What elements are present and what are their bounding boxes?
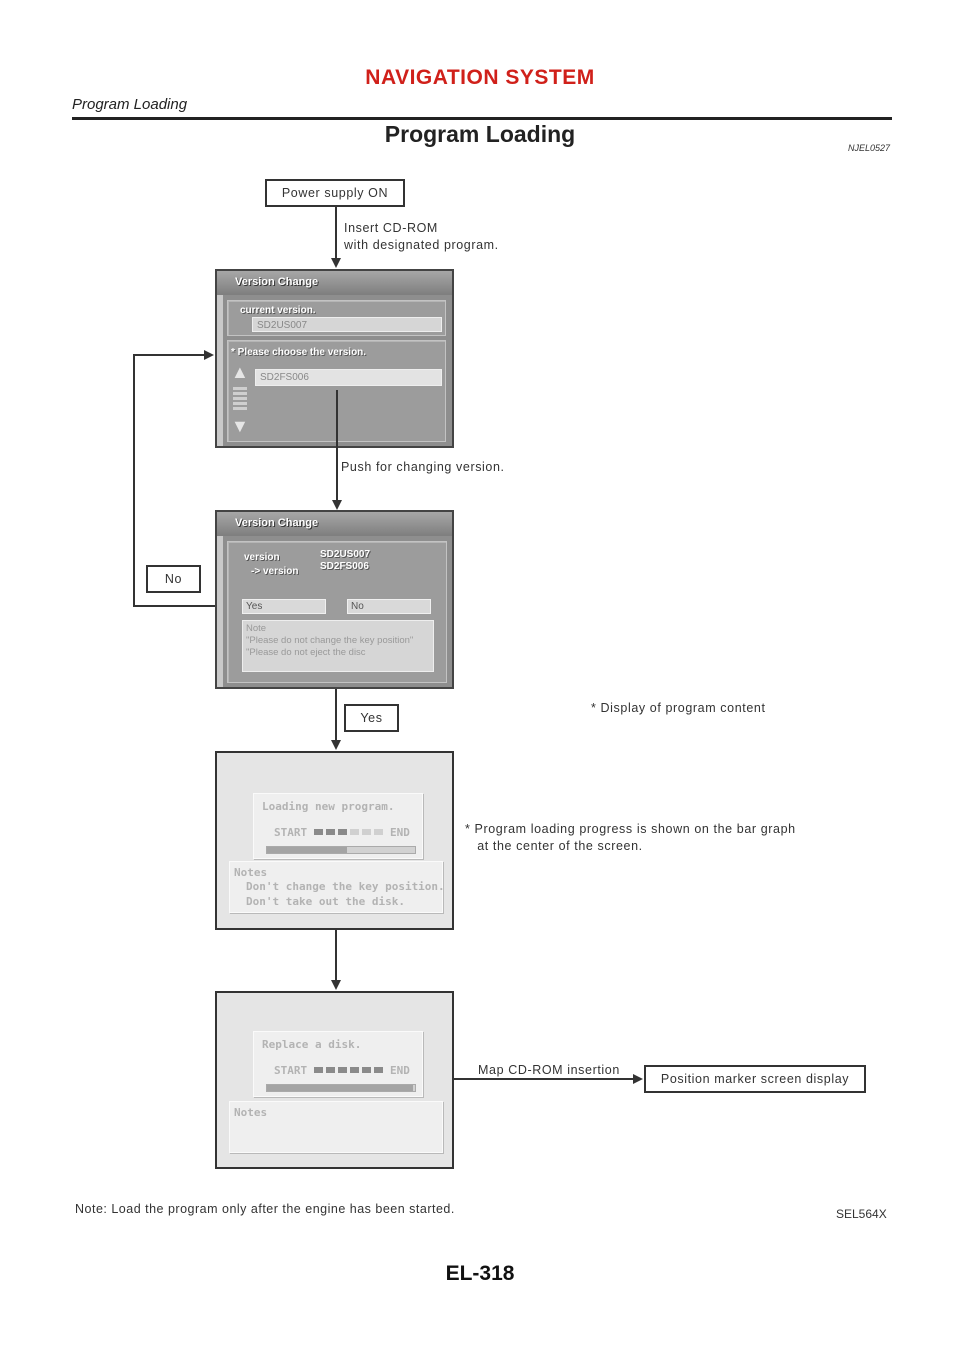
page-number: EL-318 bbox=[445, 1262, 515, 1285]
replace-panel: Replace a disk. START END bbox=[253, 1031, 423, 1097]
version-option[interactable]: SD2FS006 bbox=[255, 369, 442, 386]
screen-edge bbox=[217, 512, 223, 687]
progress-segment bbox=[338, 829, 347, 835]
to-version-value: SD2FS006 bbox=[320, 561, 369, 572]
notes-line1: Don't change the key position. bbox=[246, 880, 445, 893]
start-label: START bbox=[274, 1064, 308, 1077]
screen-title: Version Change bbox=[235, 517, 319, 529]
arrow-right-icon bbox=[633, 1074, 643, 1084]
position-marker-box: Position marker screen display bbox=[644, 1065, 866, 1093]
loop-line bbox=[133, 354, 205, 356]
current-version-field: SD2US007 bbox=[252, 317, 442, 332]
screen-edge bbox=[217, 271, 223, 446]
progress-segment bbox=[350, 1067, 359, 1073]
loop-line bbox=[133, 354, 135, 607]
notes-title: Notes bbox=[234, 866, 268, 879]
header-rule bbox=[72, 117, 892, 120]
arrow-down-icon bbox=[331, 258, 341, 268]
progress-segment bbox=[314, 829, 323, 835]
current-version-panel: current version. SD2US007 bbox=[227, 300, 446, 336]
version-change-screen: Version Change current version. SD2US007… bbox=[215, 269, 454, 448]
progress-segment bbox=[326, 829, 335, 835]
progress-segment bbox=[350, 829, 359, 835]
replace-disk-screen: Replace a disk. START END Notes bbox=[215, 991, 454, 1169]
progress-segment bbox=[314, 1067, 323, 1073]
arrow-right-icon bbox=[204, 350, 214, 360]
progress-segment bbox=[362, 829, 371, 835]
loading-title: Loading new program. bbox=[262, 800, 395, 813]
current-version-label: current version. bbox=[240, 305, 316, 316]
arrow-down-icon bbox=[331, 740, 341, 750]
choose-version-label: * Please choose the version. bbox=[231, 347, 367, 358]
progress-segment bbox=[374, 829, 383, 835]
screen-title-bar: Version Change bbox=[217, 512, 452, 536]
down-arrow-icon[interactable]: ▼ bbox=[231, 416, 249, 436]
replace-title: Replace a disk. bbox=[262, 1038, 362, 1051]
notes-title: Notes bbox=[234, 1106, 268, 1119]
insert-cdrom-note: Insert CD-ROM with designated program. bbox=[344, 221, 499, 252]
connector-line bbox=[335, 930, 337, 981]
notes-panel: Notes Don't change the key position. Don… bbox=[229, 861, 445, 913]
progress-note: * Program loading progress is shown on t… bbox=[465, 822, 796, 853]
version-confirm-screen: Version Change version -> version SD2US0… bbox=[215, 510, 454, 689]
progress-segment bbox=[362, 1067, 371, 1073]
progress-segment bbox=[326, 1067, 335, 1073]
version-value: SD2US007 bbox=[320, 549, 371, 560]
connector-line bbox=[336, 390, 338, 501]
section-title: Program Loading bbox=[384, 121, 576, 147]
notes-line2: Don't take out the disk. bbox=[246, 895, 405, 908]
figure-code: SEL564X bbox=[836, 1207, 887, 1221]
note-line2: "Please do not eject the disc bbox=[246, 647, 366, 658]
start-label: START bbox=[274, 826, 308, 839]
notes-panel: Notes bbox=[229, 1101, 443, 1153]
confirm-panel: version -> version SD2US007 SD2FS006 Yes… bbox=[227, 541, 447, 683]
connector-line bbox=[335, 689, 337, 741]
connector-line bbox=[454, 1078, 634, 1080]
header-title: NAVIGATION SYSTEM bbox=[365, 66, 595, 89]
up-arrow-icon[interactable]: ▲ bbox=[231, 362, 249, 382]
footer-note: Note: Load the program only after the en… bbox=[75, 1202, 455, 1216]
version-label: version bbox=[244, 552, 280, 563]
end-label: END bbox=[390, 1064, 410, 1077]
yes-box: Yes bbox=[344, 704, 399, 732]
screen-title: Version Change bbox=[235, 276, 319, 288]
screen-title-bar: Version Change bbox=[217, 271, 452, 295]
to-version-label: -> version bbox=[251, 566, 299, 577]
progress-fill bbox=[267, 847, 347, 853]
arrow-down-icon bbox=[332, 500, 342, 510]
loading-panel: Loading new program. START END bbox=[253, 793, 423, 859]
display-note: * Display of program content bbox=[591, 701, 766, 715]
progress-segment bbox=[374, 1067, 383, 1073]
end-label: END bbox=[390, 826, 410, 839]
note-line1: "Please do not change the key position" bbox=[246, 635, 414, 646]
progress-fill bbox=[267, 1085, 413, 1091]
note-title: Note bbox=[246, 623, 267, 634]
connector-line bbox=[335, 207, 337, 259]
push-changing-note: Push for changing version. bbox=[341, 460, 505, 474]
loading-screen: Loading new program. START END Notes Don… bbox=[215, 751, 454, 930]
arrow-down-icon bbox=[331, 980, 341, 990]
progress-segment bbox=[338, 1067, 347, 1073]
power-supply-box: Power supply ON bbox=[265, 179, 405, 207]
section-code: NJEL0527 bbox=[848, 143, 891, 153]
no-box: No bbox=[146, 565, 201, 593]
note-box: Note "Please do not change the key posit… bbox=[242, 620, 434, 672]
scroll-track-icon[interactable] bbox=[233, 387, 247, 412]
yes-button[interactable]: Yes bbox=[242, 599, 326, 614]
no-button[interactable]: No bbox=[347, 599, 431, 614]
header-subtitle: Program Loading bbox=[72, 96, 188, 113]
loop-line bbox=[133, 605, 215, 607]
map-cdrom-note: Map CD-ROM insertion bbox=[478, 1063, 620, 1077]
